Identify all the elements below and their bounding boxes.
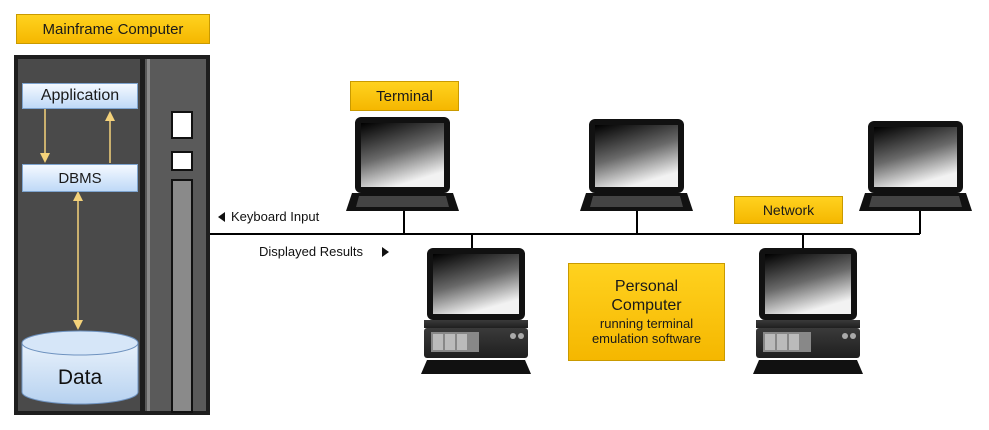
- network-lines: [210, 210, 921, 250]
- triangle-left-icon: [218, 212, 225, 222]
- pc-1-desktop-pc-icon: [421, 248, 531, 374]
- app-to-dbms-arrow: [40, 108, 50, 163]
- terminal-2-monitor-icon: [580, 119, 693, 211]
- displayed-results-text: Displayed Results: [259, 244, 364, 259]
- dbms-node: DBMS: [22, 164, 138, 192]
- pc-label-line-1: Personal: [614, 278, 679, 296]
- mainframe-title-label: Mainframe Computer: [16, 14, 210, 44]
- terminal-1-monitor-icon: [346, 117, 459, 211]
- personal-computer-label: Personal Computer running terminal emula…: [568, 263, 725, 361]
- pc-label-line-4: emulation software: [591, 331, 702, 347]
- data-cylinder-icon: [21, 330, 139, 405]
- pc-label-line-3: running terminal: [599, 315, 694, 331]
- dbms-data-arrow: [73, 191, 83, 330]
- pc-label-line-2: Computer: [611, 297, 682, 315]
- terminal-label: Terminal: [350, 81, 459, 111]
- application-node: Application: [22, 83, 138, 109]
- pc-2-desktop-pc-icon: [753, 248, 863, 374]
- network-label: Network: [734, 196, 843, 224]
- triangle-right-icon: [382, 247, 389, 257]
- terminal-3-monitor-icon: [859, 121, 972, 211]
- mainframe-panel-slots: [171, 111, 193, 413]
- dbms-to-app-arrow: [105, 111, 115, 163]
- data-label: Data: [57, 366, 103, 389]
- keyboard-input-text: Keyboard Input: [231, 209, 320, 224]
